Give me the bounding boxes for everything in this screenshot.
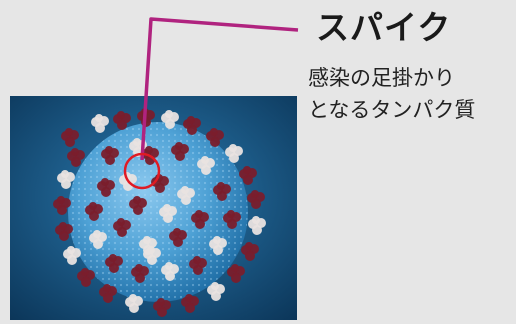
- spike-protein: [105, 254, 123, 273]
- spike-protein: [181, 294, 199, 313]
- spike-protein: [101, 146, 119, 165]
- spike-protein: [77, 268, 95, 287]
- spike-protein: [53, 196, 71, 215]
- callout-title: スパイク: [316, 8, 452, 47]
- spike-protein: [67, 148, 85, 167]
- spike-protein: [223, 210, 241, 229]
- spike-protein: [159, 204, 177, 223]
- description-line-1: 感染の足掛かり: [308, 66, 455, 90]
- spike-protein: [57, 170, 75, 189]
- spike-protein: [227, 264, 245, 283]
- spike-protein: [213, 182, 231, 201]
- spike-protein: [63, 246, 81, 265]
- spike-protein: [129, 196, 147, 215]
- spike-protein: [97, 178, 115, 197]
- spike-protein: [143, 246, 161, 265]
- spike-protein: [239, 166, 257, 185]
- spike-protein: [89, 230, 107, 249]
- spike-protein: [191, 210, 209, 229]
- spike-protein: [91, 114, 109, 133]
- spike-protein: [99, 284, 117, 303]
- spike-protein: [85, 202, 103, 221]
- spike-protein: [207, 282, 225, 301]
- spike-protein: [61, 128, 79, 147]
- description-line-2: となるタンパク質: [308, 98, 476, 122]
- spike-protein: [248, 216, 266, 235]
- spike-protein: [169, 228, 187, 247]
- spike-protein: [113, 218, 131, 237]
- spike-protein: [189, 256, 207, 275]
- spike-protein: [113, 111, 131, 130]
- spike-protein: [209, 236, 227, 255]
- spike-protein: [55, 222, 73, 241]
- virus-illustration: [10, 96, 297, 320]
- spike-protein: [247, 190, 265, 209]
- spike-protein: [153, 298, 171, 317]
- spike-protein: [131, 264, 149, 283]
- spike-protein: [241, 242, 259, 261]
- callout-description: 感染の足掛かり となるタンパク質: [308, 62, 513, 126]
- spike-protein: [161, 262, 179, 281]
- spike-protein: [177, 186, 195, 205]
- spike-protein: [125, 294, 143, 313]
